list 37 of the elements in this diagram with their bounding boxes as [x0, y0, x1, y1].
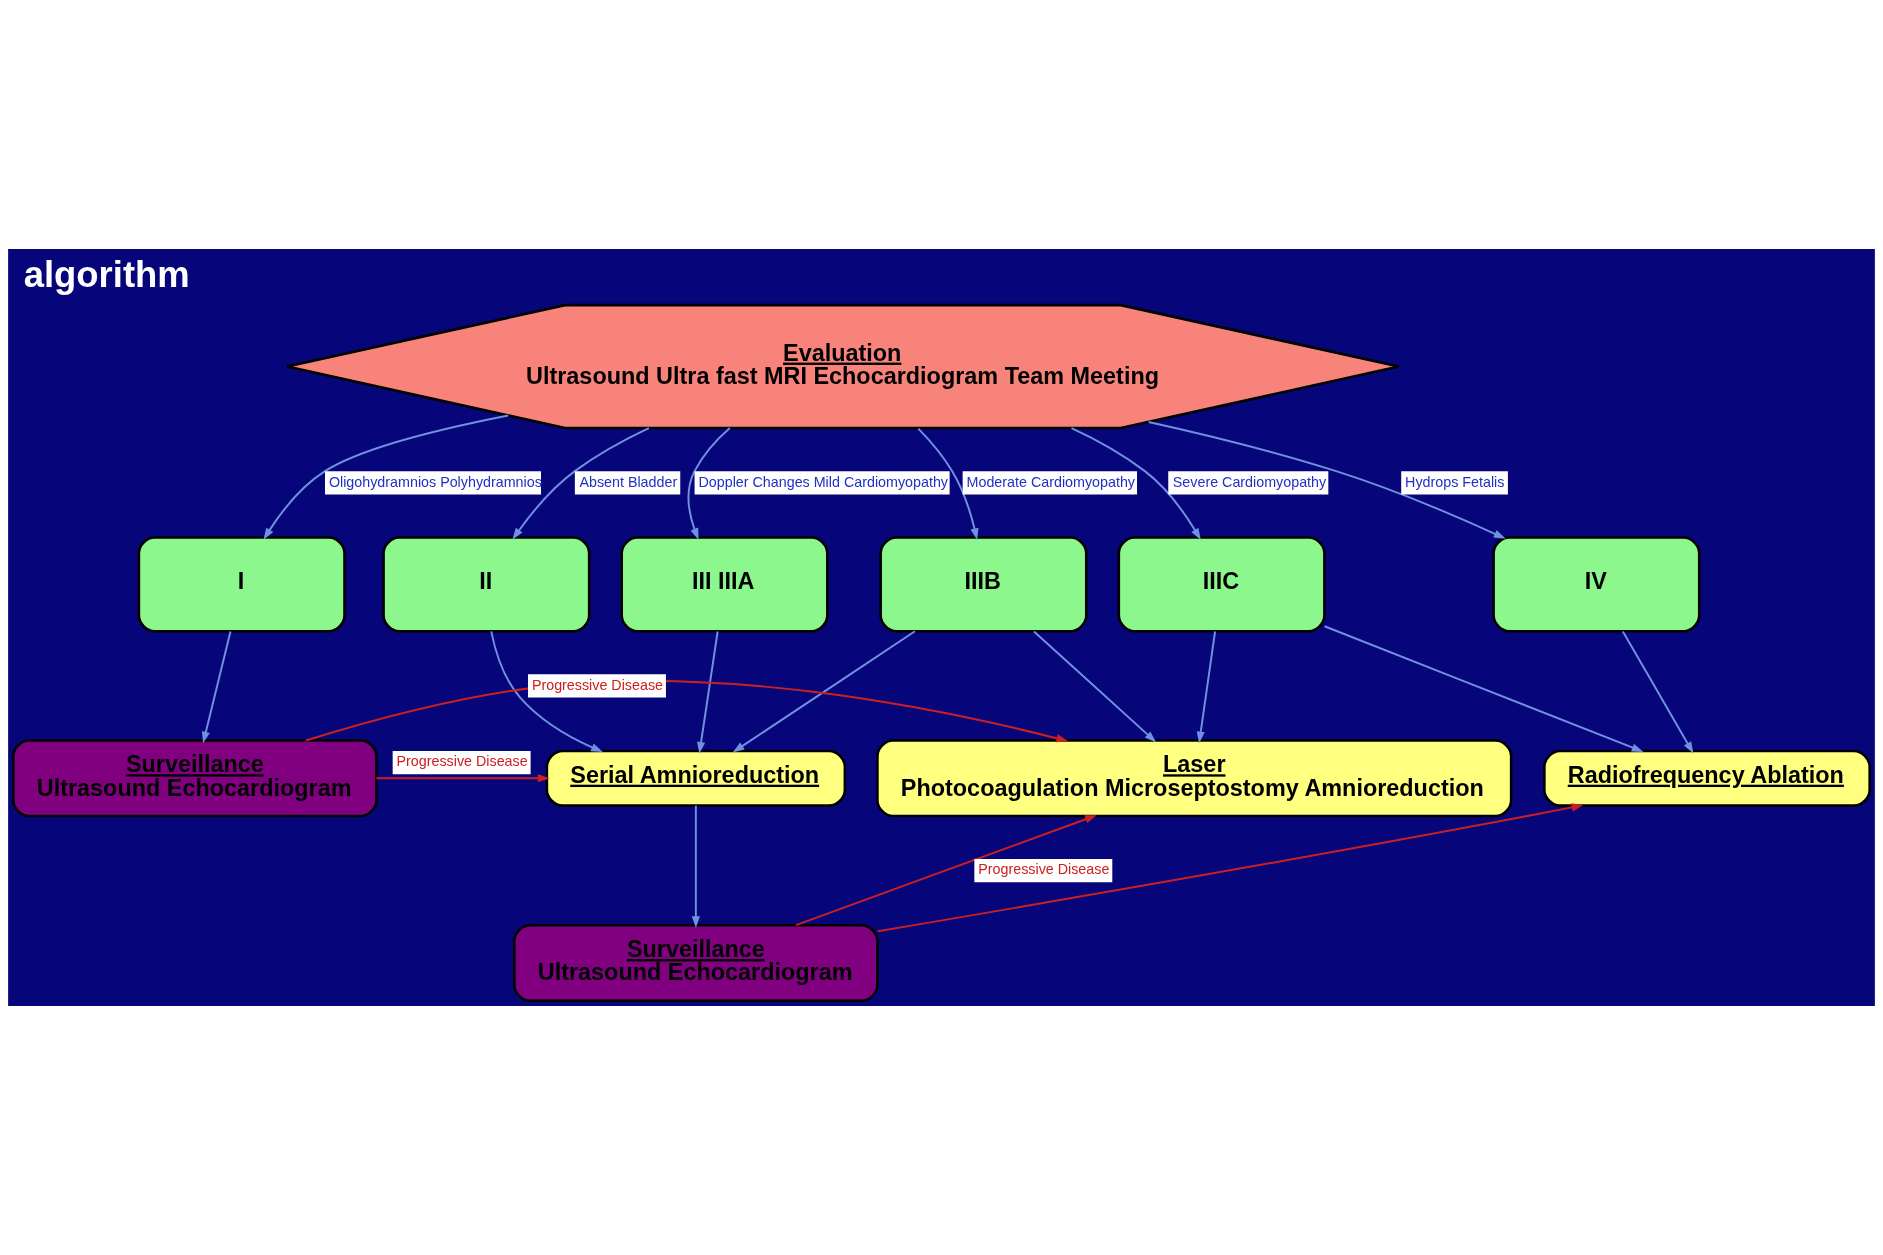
arrow — [512, 427, 650, 540]
arrow — [691, 804, 700, 928]
node-box: Serial Amnioreduction — [545, 749, 847, 807]
node-box: I — [137, 536, 346, 633]
node-box: II — [382, 536, 591, 633]
arrow — [697, 630, 719, 754]
arrow — [795, 815, 1097, 927]
arrow — [1033, 630, 1157, 743]
arrow — [732, 630, 916, 753]
edge-label: Doppler Changes Mild Cardiomyopathy — [698, 473, 949, 490]
node-box: IIIC — [1117, 536, 1326, 633]
arrow — [375, 774, 550, 783]
node-box: Radiofrequency Ablation — [1543, 749, 1871, 807]
arrow — [263, 414, 510, 540]
arrow — [1323, 625, 1644, 752]
node-box: IIIB — [879, 536, 1088, 633]
arrow — [1621, 630, 1694, 754]
arrow — [201, 630, 232, 744]
edge-label: Progressive Disease — [396, 753, 528, 770]
edge-label: Progressive Disease — [978, 861, 1110, 878]
arrow — [1070, 427, 1201, 540]
arrow — [876, 803, 1584, 933]
arrow — [917, 427, 979, 541]
edge-label: Hydrops Fetalis — [1405, 473, 1505, 490]
node-box: Laser Photocoagulation Microseptostomy Amnioreduction — [876, 739, 1513, 818]
arrow — [490, 630, 603, 752]
edge-label: Severe Cardiomyopathy — [1172, 473, 1327, 490]
node-box: Surveillance Ultrasound Echocardiogram — [12, 739, 378, 818]
edge-label: Progressive Disease — [531, 676, 664, 693]
diagram-title: algorithm — [23, 254, 190, 296]
arrow — [687, 427, 731, 541]
edge-label: Moderate Cardiomyopathy — [966, 473, 1136, 490]
arrow — [1196, 630, 1217, 744]
node-box: III IIIA — [620, 536, 829, 633]
edge-label: Absent Bladder — [579, 473, 678, 490]
node-box: IV — [1492, 536, 1701, 633]
node-box: Surveillance Ultrasound Echocardiogram — [513, 924, 879, 1003]
